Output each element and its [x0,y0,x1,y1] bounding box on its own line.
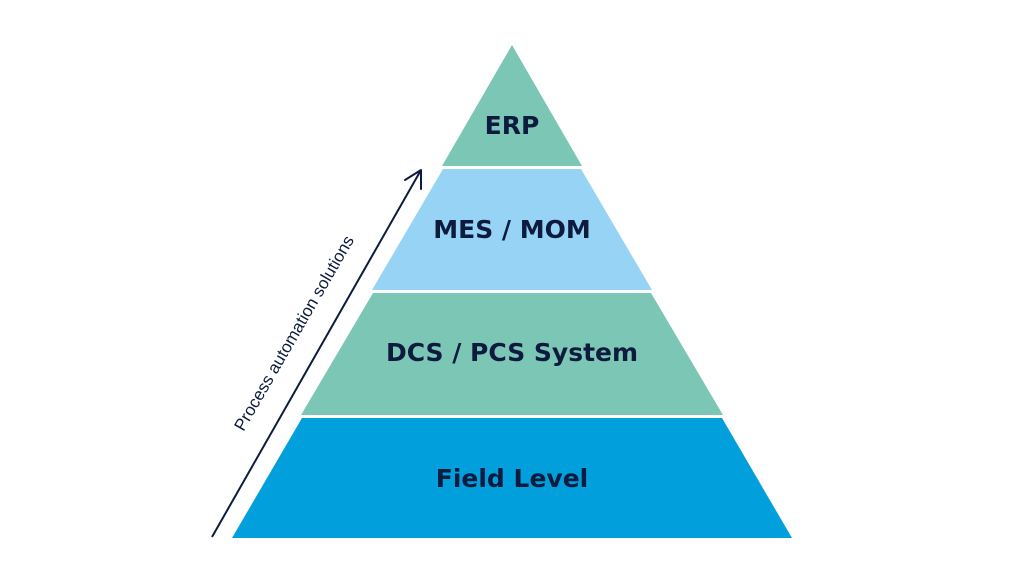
process-automation-arrow [211,169,422,538]
tier-label-dcs-pcs: DCS / PCS System [386,338,638,367]
tier-label-field-level: Field Level [436,464,588,493]
arrowhead-icon [404,169,422,190]
pyramid-tier-mes-mom [372,169,652,290]
pyramid-tier-dcs-pcs [301,293,723,415]
pyramid [232,45,792,538]
arrow-shaft [211,169,422,538]
tier-label-mes-mom: MES / MOM [433,215,591,244]
tier-label-erp: ERP [485,111,540,140]
pyramid-tier-erp [442,45,582,166]
pyramid-tier-field-level [232,418,792,538]
